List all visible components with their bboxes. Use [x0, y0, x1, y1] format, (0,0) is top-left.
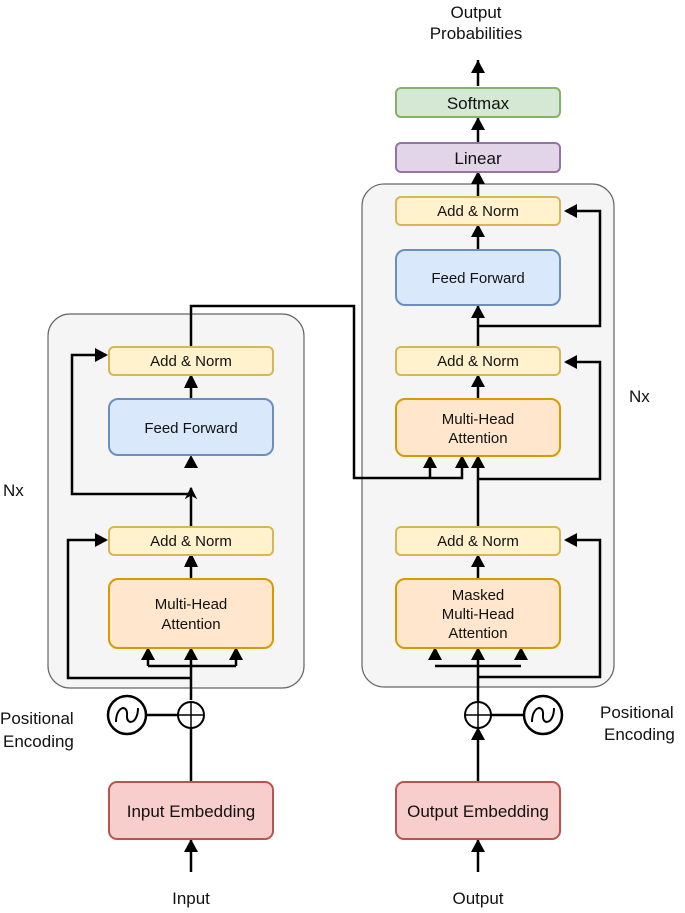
decoder-add-norm-middle-box: [395, 346, 561, 376]
encoder-add-norm-bottom: Add & Norm: [150, 533, 232, 550]
decoder-cross-attention-line1: Multi-Head: [442, 411, 515, 428]
encoder-add-norm-bottom-box: [108, 526, 274, 556]
decoder-add-norm-bottom-box: [395, 526, 561, 556]
encoder-feed-forward-box: [108, 398, 274, 456]
decoder-nx-label: Nx: [629, 387, 650, 406]
encoder-add-norm-top-box: [108, 346, 274, 376]
encoder-attention-box: [108, 578, 274, 649]
input-embedding-label: Input Embedding: [127, 802, 256, 821]
positional-encoding-left-line2: Encoding: [3, 732, 74, 751]
decoder-add-norm-bottom: Add & Norm: [437, 533, 519, 550]
softmax-label: Softmax: [447, 94, 510, 113]
encoder-feed-forward: Feed Forward: [144, 420, 237, 437]
output-embedding-label: Output Embedding: [407, 802, 549, 821]
decoder-masked-attention-box: [395, 578, 561, 649]
arrowheads: [95, 60, 577, 852]
decoder-masked-attention-line2: Multi-Head: [442, 606, 515, 623]
decoder-add-norm-top: Add & Norm: [437, 203, 519, 220]
input-label: Input: [172, 889, 210, 908]
positional-encoding-right-line2: Encoding: [604, 725, 675, 744]
decoder-add-norm-top-box: [395, 196, 561, 226]
output-embedding-box: [395, 781, 561, 840]
encoder-attention-line2: Attention: [161, 616, 220, 633]
positional-encoding-left-line1: Positional: [0, 709, 74, 728]
input-embedding-box: [108, 781, 274, 840]
decoder-feed-forward-box: [395, 249, 561, 306]
decoder-cross-attention-box: [395, 398, 561, 457]
positional-encoding-right-line1: Positional: [600, 703, 674, 722]
decoder-masked-attention-line1: Masked: [452, 587, 505, 604]
output-probabilities-line1: Output: [450, 3, 501, 22]
encoder-add-norm-top: Add & Norm: [150, 353, 232, 370]
output-probabilities-line2: Probabilities: [430, 24, 523, 43]
decoder-add-norm-middle: Add & Norm: [437, 353, 519, 370]
output-label: Output: [452, 889, 503, 908]
linear-label: Linear: [454, 149, 502, 168]
decoder-cross-attention-line2: Attention: [448, 430, 507, 447]
linear-box: [395, 142, 561, 173]
encoder-nx-label: Nx: [3, 481, 24, 500]
encoder-attention-line1: Multi-Head: [155, 596, 228, 613]
decoder-feed-forward: Feed Forward: [431, 270, 524, 287]
decoder-masked-attention-line3: Attention: [448, 625, 507, 642]
softmax-box: [395, 87, 561, 118]
